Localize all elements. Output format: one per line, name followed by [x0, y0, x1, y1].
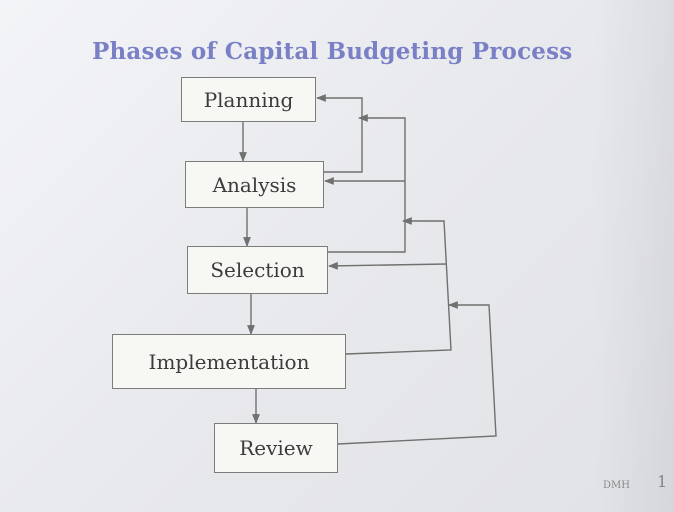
feedback-implementation-to-analysis	[345, 217, 452, 355]
phase-analysis-box: Analysis	[185, 161, 324, 208]
feedback-implementation-to-selection	[328, 261, 448, 270]
phase-selection-label: Selection	[210, 258, 305, 282]
phase-implementation-box: Implementation	[112, 334, 346, 389]
phase-planning-box: Planning	[181, 77, 316, 122]
feedback-selection-to-planning	[328, 114, 406, 253]
phase-implementation-label: Implementation	[148, 349, 310, 374]
phase-selection-box: Selection	[187, 246, 328, 294]
slide-title: Phases of Capital Budgeting Process	[92, 38, 573, 65]
phase-review-label: Review	[239, 436, 313, 460]
phase-review-box: Review	[214, 423, 338, 473]
slide-footer: DMH	[603, 480, 630, 491]
feedback-review-to-implementation	[337, 301, 497, 445]
phase-analysis-label: Analysis	[212, 172, 297, 197]
slide-number: 1	[657, 472, 668, 491]
phase-planning-label: Planning	[203, 87, 294, 112]
